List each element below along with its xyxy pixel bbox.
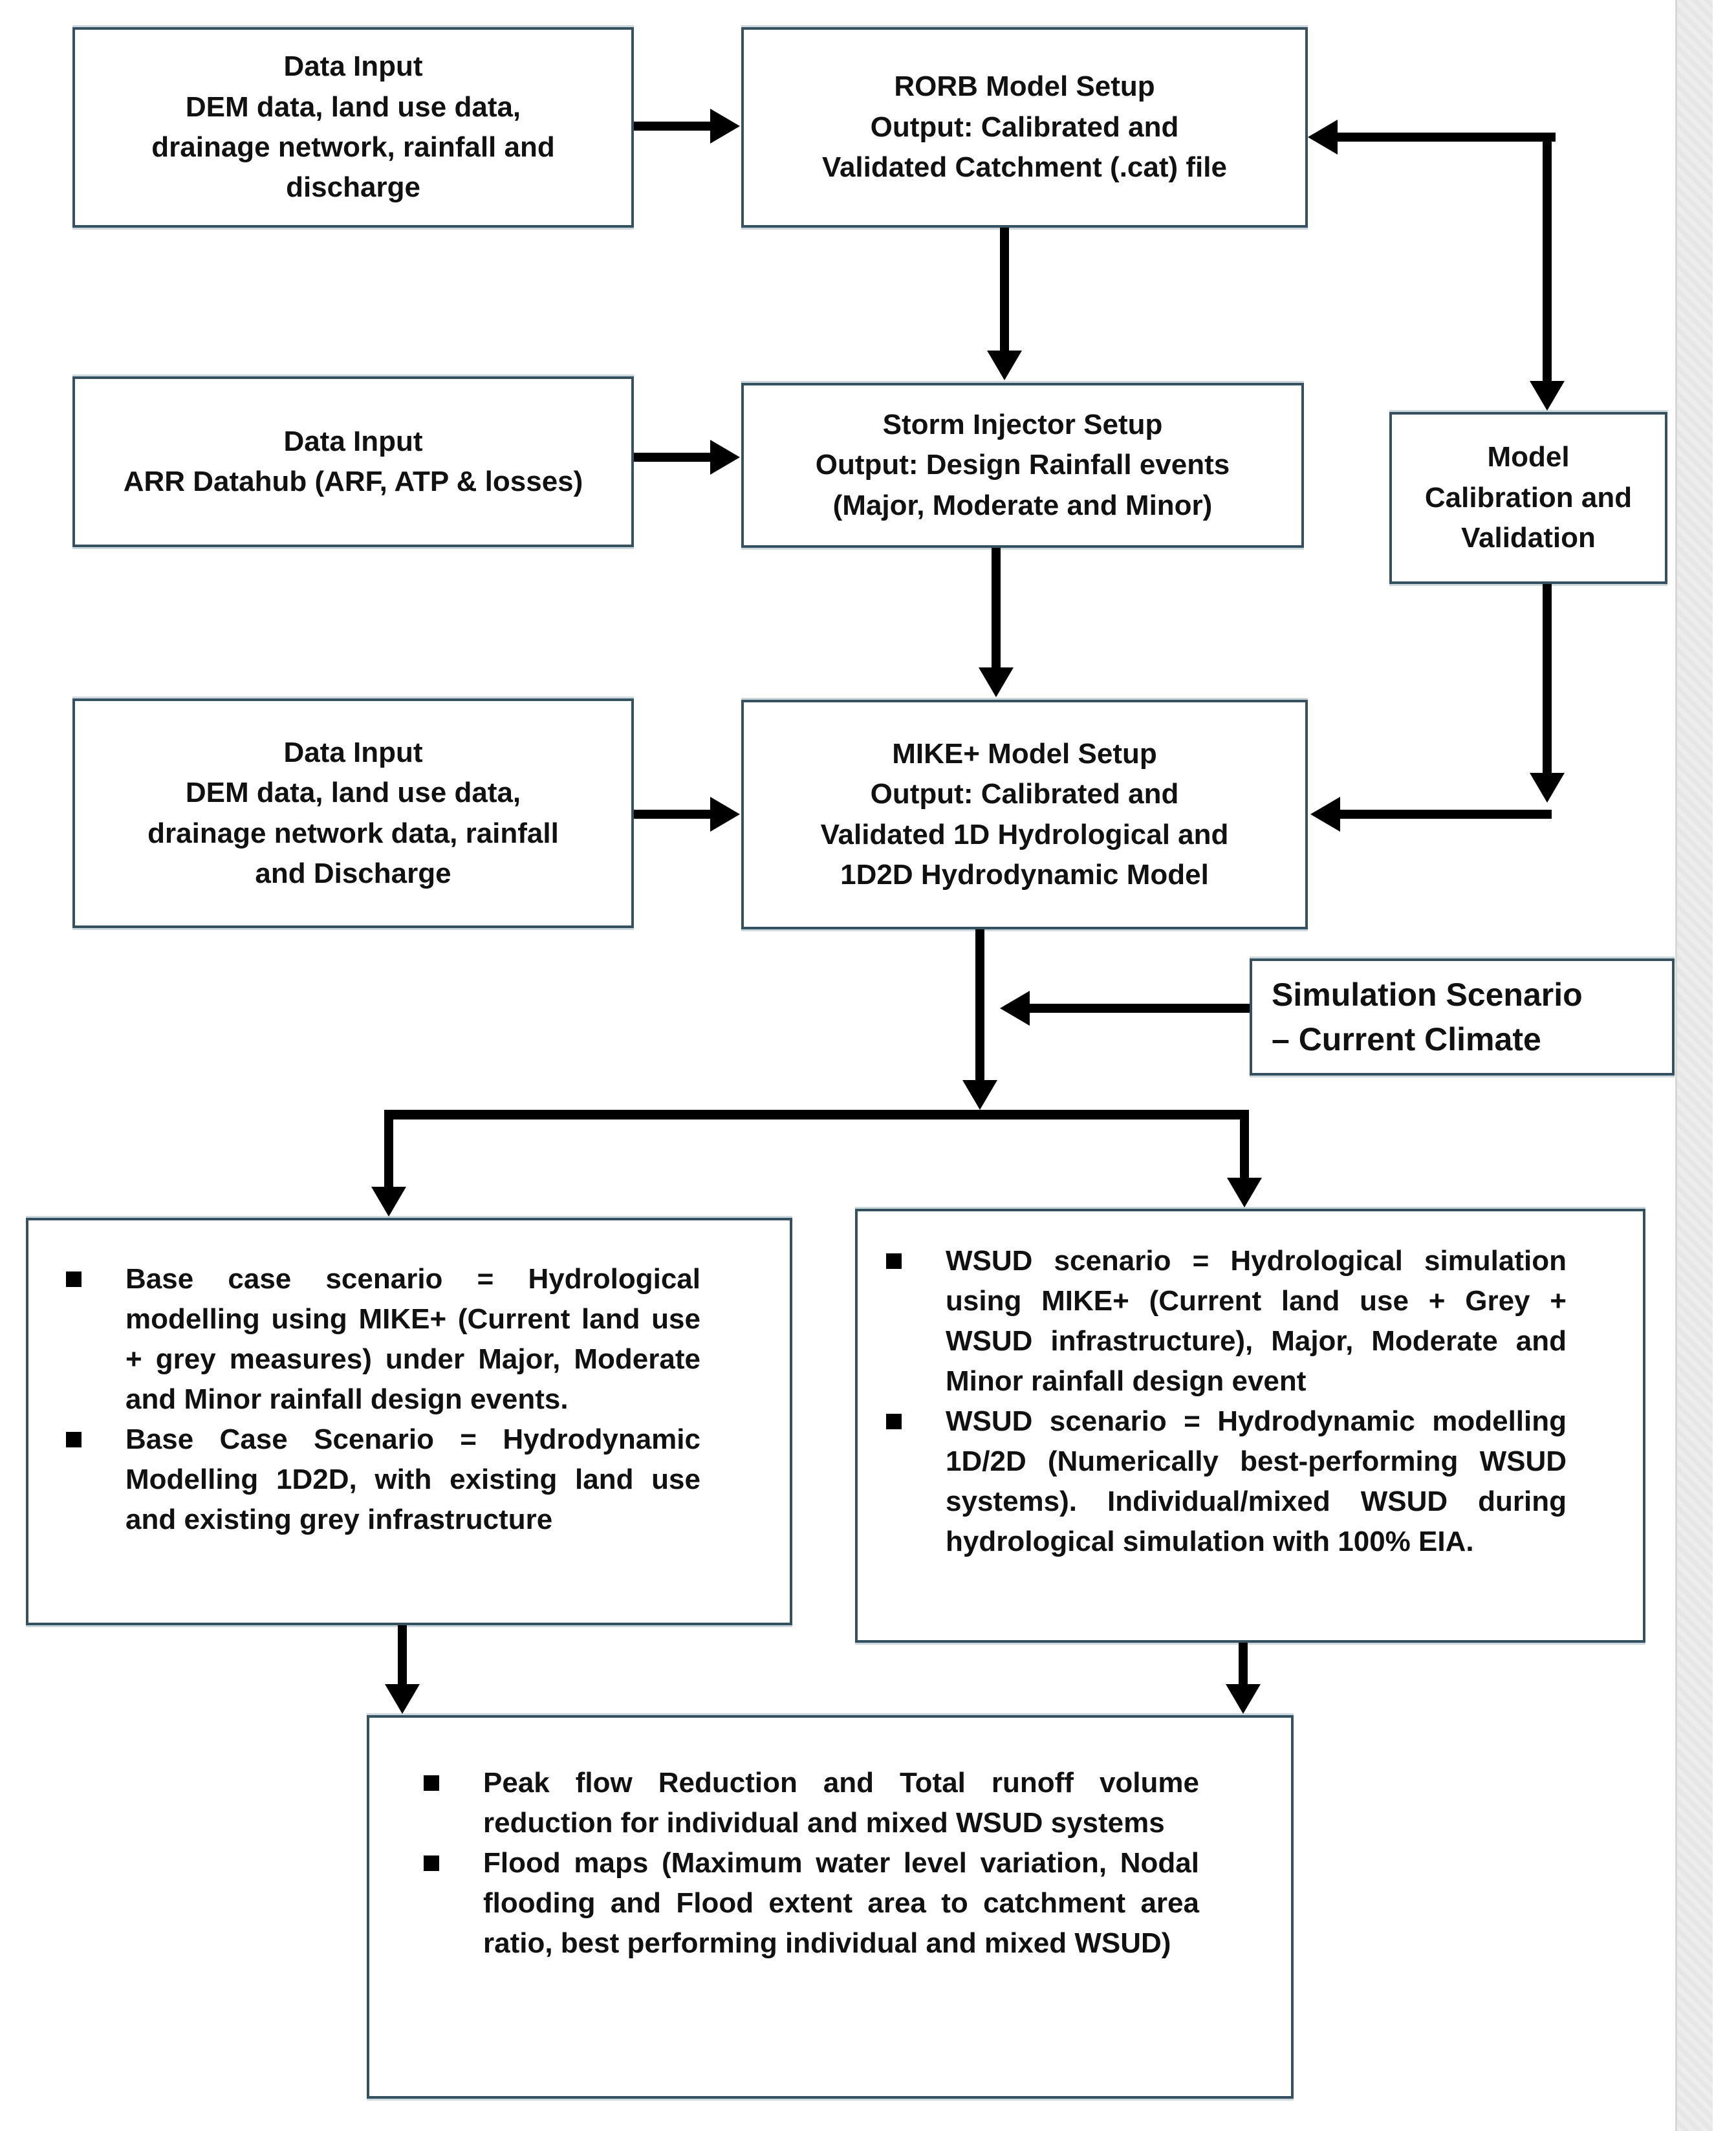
bullet-item: Base Case Scenario = Hydrodynamic Modell… xyxy=(66,1420,700,1540)
node-mike-model-setup: MIKE+ Model Setup Output: Calibrated and… xyxy=(741,700,1308,929)
bullet-item: WSUD scenario = Hydrological simulation … xyxy=(886,1241,1567,1401)
bullet-square-icon xyxy=(886,1414,902,1429)
arrow-data2-to-storm-head xyxy=(710,440,740,475)
node-model-calibration: Model Calibration and Validation xyxy=(1389,412,1667,584)
arrow-calibration-to-mike-head xyxy=(1310,797,1340,832)
arrow-wsud-to-results-line xyxy=(1239,1643,1248,1684)
arrow-calibration-to-mike-hline xyxy=(1340,810,1552,819)
arrow-rorb-to-storm-head xyxy=(987,351,1022,380)
arrow-calibration-to-rorb-hline xyxy=(1334,133,1556,142)
arrow-data1-to-rorb-head xyxy=(710,109,740,144)
bullet-square-icon xyxy=(424,1855,439,1871)
arrow-branch-to-wsud-head xyxy=(1227,1178,1262,1207)
node-data-input-arr-text: Data Input ARR Datahub (ARF, ATP & losse… xyxy=(123,425,583,497)
node-storm-injector-setup: Storm Injector Setup Output: Design Rain… xyxy=(741,383,1304,548)
node-mike-model-setup-text: MIKE+ Model Setup Output: Calibrated and… xyxy=(820,737,1229,891)
bullet-square-icon xyxy=(424,1775,439,1791)
node-storm-injector-setup-text: Storm Injector Setup Output: Design Rain… xyxy=(815,408,1230,521)
node-results: Peak flow Reduction and Total runoff vol… xyxy=(367,1715,1294,2099)
bullet-square-icon xyxy=(66,1432,81,1447)
arrow-data3-to-mike-line xyxy=(634,810,713,819)
bullet-item: Base case scenario = Hydrological modell… xyxy=(66,1259,700,1420)
arrow-simulation-to-branch-head xyxy=(1000,991,1030,1026)
results-bullet-1: Peak flow Reduction and Total runoff vol… xyxy=(483,1767,1199,1839)
node-data-input-mike-text: Data Input DEM data, land use data, drai… xyxy=(147,736,559,889)
base-case-bullet-1: Base case scenario = Hydrological modell… xyxy=(125,1263,700,1415)
node-data-input-rorb: Data Input DEM data, land use data, drai… xyxy=(72,27,634,228)
node-simulation-scenario-text: Simulation Scenario – Current Climate xyxy=(1272,976,1583,1057)
arrow-calibration-to-mike-vhead xyxy=(1530,773,1565,803)
arrow-simulation-to-branch-line xyxy=(1028,1004,1250,1013)
arrow-calibration-to-rorb-head xyxy=(1308,120,1338,155)
arrow-branch-to-wsud-line xyxy=(1240,1110,1249,1178)
arrow-branch-to-base-head xyxy=(371,1187,406,1217)
arrow-rorb-to-calibration-head xyxy=(1530,381,1565,411)
arrow-data1-to-rorb-line xyxy=(634,122,713,131)
base-case-bullet-2: Base Case Scenario = Hydrodynamic Modell… xyxy=(125,1423,700,1535)
node-data-input-arr: Data Input ARR Datahub (ARF, ATP & losse… xyxy=(72,376,634,547)
wsud-bullet-2: WSUD scenario = Hydrodynamic modelling 1… xyxy=(946,1405,1567,1557)
arrow-calibration-to-mike-vline xyxy=(1543,584,1552,773)
arrow-rorb-to-storm-line xyxy=(1000,228,1009,352)
arrow-base-to-results-line xyxy=(398,1625,407,1684)
bullet-item: WSUD scenario = Hydrodynamic modelling 1… xyxy=(886,1401,1567,1562)
bullet-item: Peak flow Reduction and Total runoff vol… xyxy=(424,1763,1199,1843)
arrow-wsud-to-results-head xyxy=(1226,1684,1261,1714)
page-edge-strip xyxy=(1675,0,1713,2131)
bullet-square-icon xyxy=(66,1271,81,1287)
results-bullet-2: Flood maps (Maximum water level variatio… xyxy=(483,1847,1199,1959)
node-rorb-model-setup-text: RORB Model Setup Output: Calibrated and … xyxy=(822,70,1227,184)
arrow-base-to-results-head xyxy=(385,1684,420,1714)
node-rorb-model-setup: RORB Model Setup Output: Calibrated and … xyxy=(741,27,1308,228)
arrow-data2-to-storm-line xyxy=(634,453,713,462)
arrow-storm-to-mike-head xyxy=(979,667,1014,697)
node-simulation-scenario: Simulation Scenario – Current Climate xyxy=(1250,958,1675,1076)
node-data-input-rorb-text: Data Input DEM data, land use data, drai… xyxy=(151,50,555,204)
bullet-square-icon xyxy=(886,1253,902,1269)
node-data-input-mike: Data Input DEM data, land use data, drai… xyxy=(72,698,634,928)
arrow-data3-to-mike-head xyxy=(710,797,740,832)
node-model-calibration-text: Model Calibration and Validation xyxy=(1424,441,1633,554)
wsud-bullet-1: WSUD scenario = Hydrological simulation … xyxy=(946,1245,1567,1397)
node-base-case-scenario: Base case scenario = Hydrological modell… xyxy=(26,1218,792,1625)
arrow-rorb-to-calibration-vline xyxy=(1543,133,1552,382)
arrow-storm-to-mike-line xyxy=(992,548,1001,669)
arrow-mike-down-line xyxy=(975,929,984,1081)
node-wsud-scenario: WSUD scenario = Hydrological simulation … xyxy=(855,1209,1645,1643)
arrow-mike-down-head xyxy=(962,1080,997,1110)
bullet-item: Flood maps (Maximum water level variatio… xyxy=(424,1843,1199,1963)
arrow-branch-to-base-line xyxy=(384,1110,393,1187)
splitter-bar xyxy=(385,1110,1249,1120)
